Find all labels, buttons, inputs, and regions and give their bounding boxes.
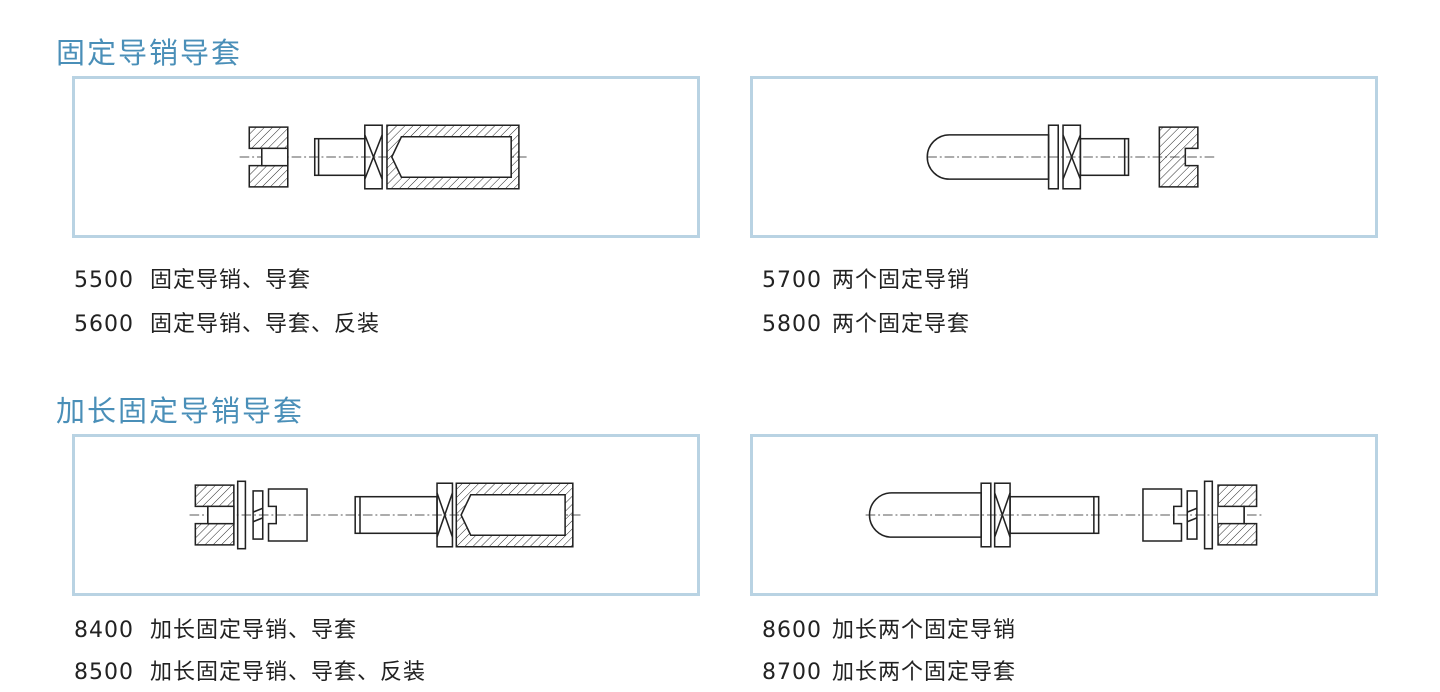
caption-label: 两个固定导销 (832, 268, 971, 293)
caption-label: 两个固定导套 (832, 312, 971, 337)
caption-5500: 5500 固定导销、导套 (74, 262, 311, 294)
caption-code: 8700 (762, 660, 822, 685)
caption-code: 5800 (762, 312, 822, 337)
caption-5700: 5700 两个固定导销 (762, 262, 970, 294)
diagram-panel-5500 (72, 76, 700, 238)
caption-code: 8500 (74, 660, 134, 685)
diagram-panel-5700 (750, 76, 1378, 238)
caption-5600: 5600 固定导销、导套、反装 (74, 306, 380, 338)
caption-label: 加长两个固定导销 (832, 618, 1017, 643)
caption-code: 8400 (74, 618, 134, 643)
guide-pin-bushing-drawing (239, 124, 527, 190)
extended-pin-bushing-drawing (189, 480, 583, 550)
caption-label: 加长固定导销、导套 (150, 618, 358, 643)
caption-8500: 8500 加长固定导销、导套、反装 (74, 654, 426, 686)
extended-two-pins-drawing (865, 480, 1263, 550)
two-guide-pins-drawing (926, 124, 1215, 190)
caption-code: 5700 (762, 268, 822, 293)
diagram-panel-8600 (750, 434, 1378, 596)
caption-label: 加长两个固定导套 (832, 660, 1017, 685)
caption-code: 8600 (762, 618, 822, 643)
section1-title: 固定导销导套 (56, 36, 243, 70)
caption-label: 固定导销、导套、反装 (150, 312, 381, 337)
caption-8600: 8600 加长两个固定导销 (762, 612, 1016, 644)
caption-8400: 8400 加长固定导销、导套 (74, 612, 357, 644)
caption-code: 5500 (74, 268, 134, 293)
caption-8700: 8700 加长两个固定导套 (762, 654, 1016, 686)
caption-label: 固定导销、导套 (150, 268, 312, 293)
caption-label: 加长固定导销、导套、反装 (150, 660, 427, 685)
diagram-panel-8400 (72, 434, 700, 596)
section2-title: 加长固定导销导套 (56, 394, 305, 428)
caption-code: 5600 (74, 312, 134, 337)
caption-5800: 5800 两个固定导套 (762, 306, 970, 338)
